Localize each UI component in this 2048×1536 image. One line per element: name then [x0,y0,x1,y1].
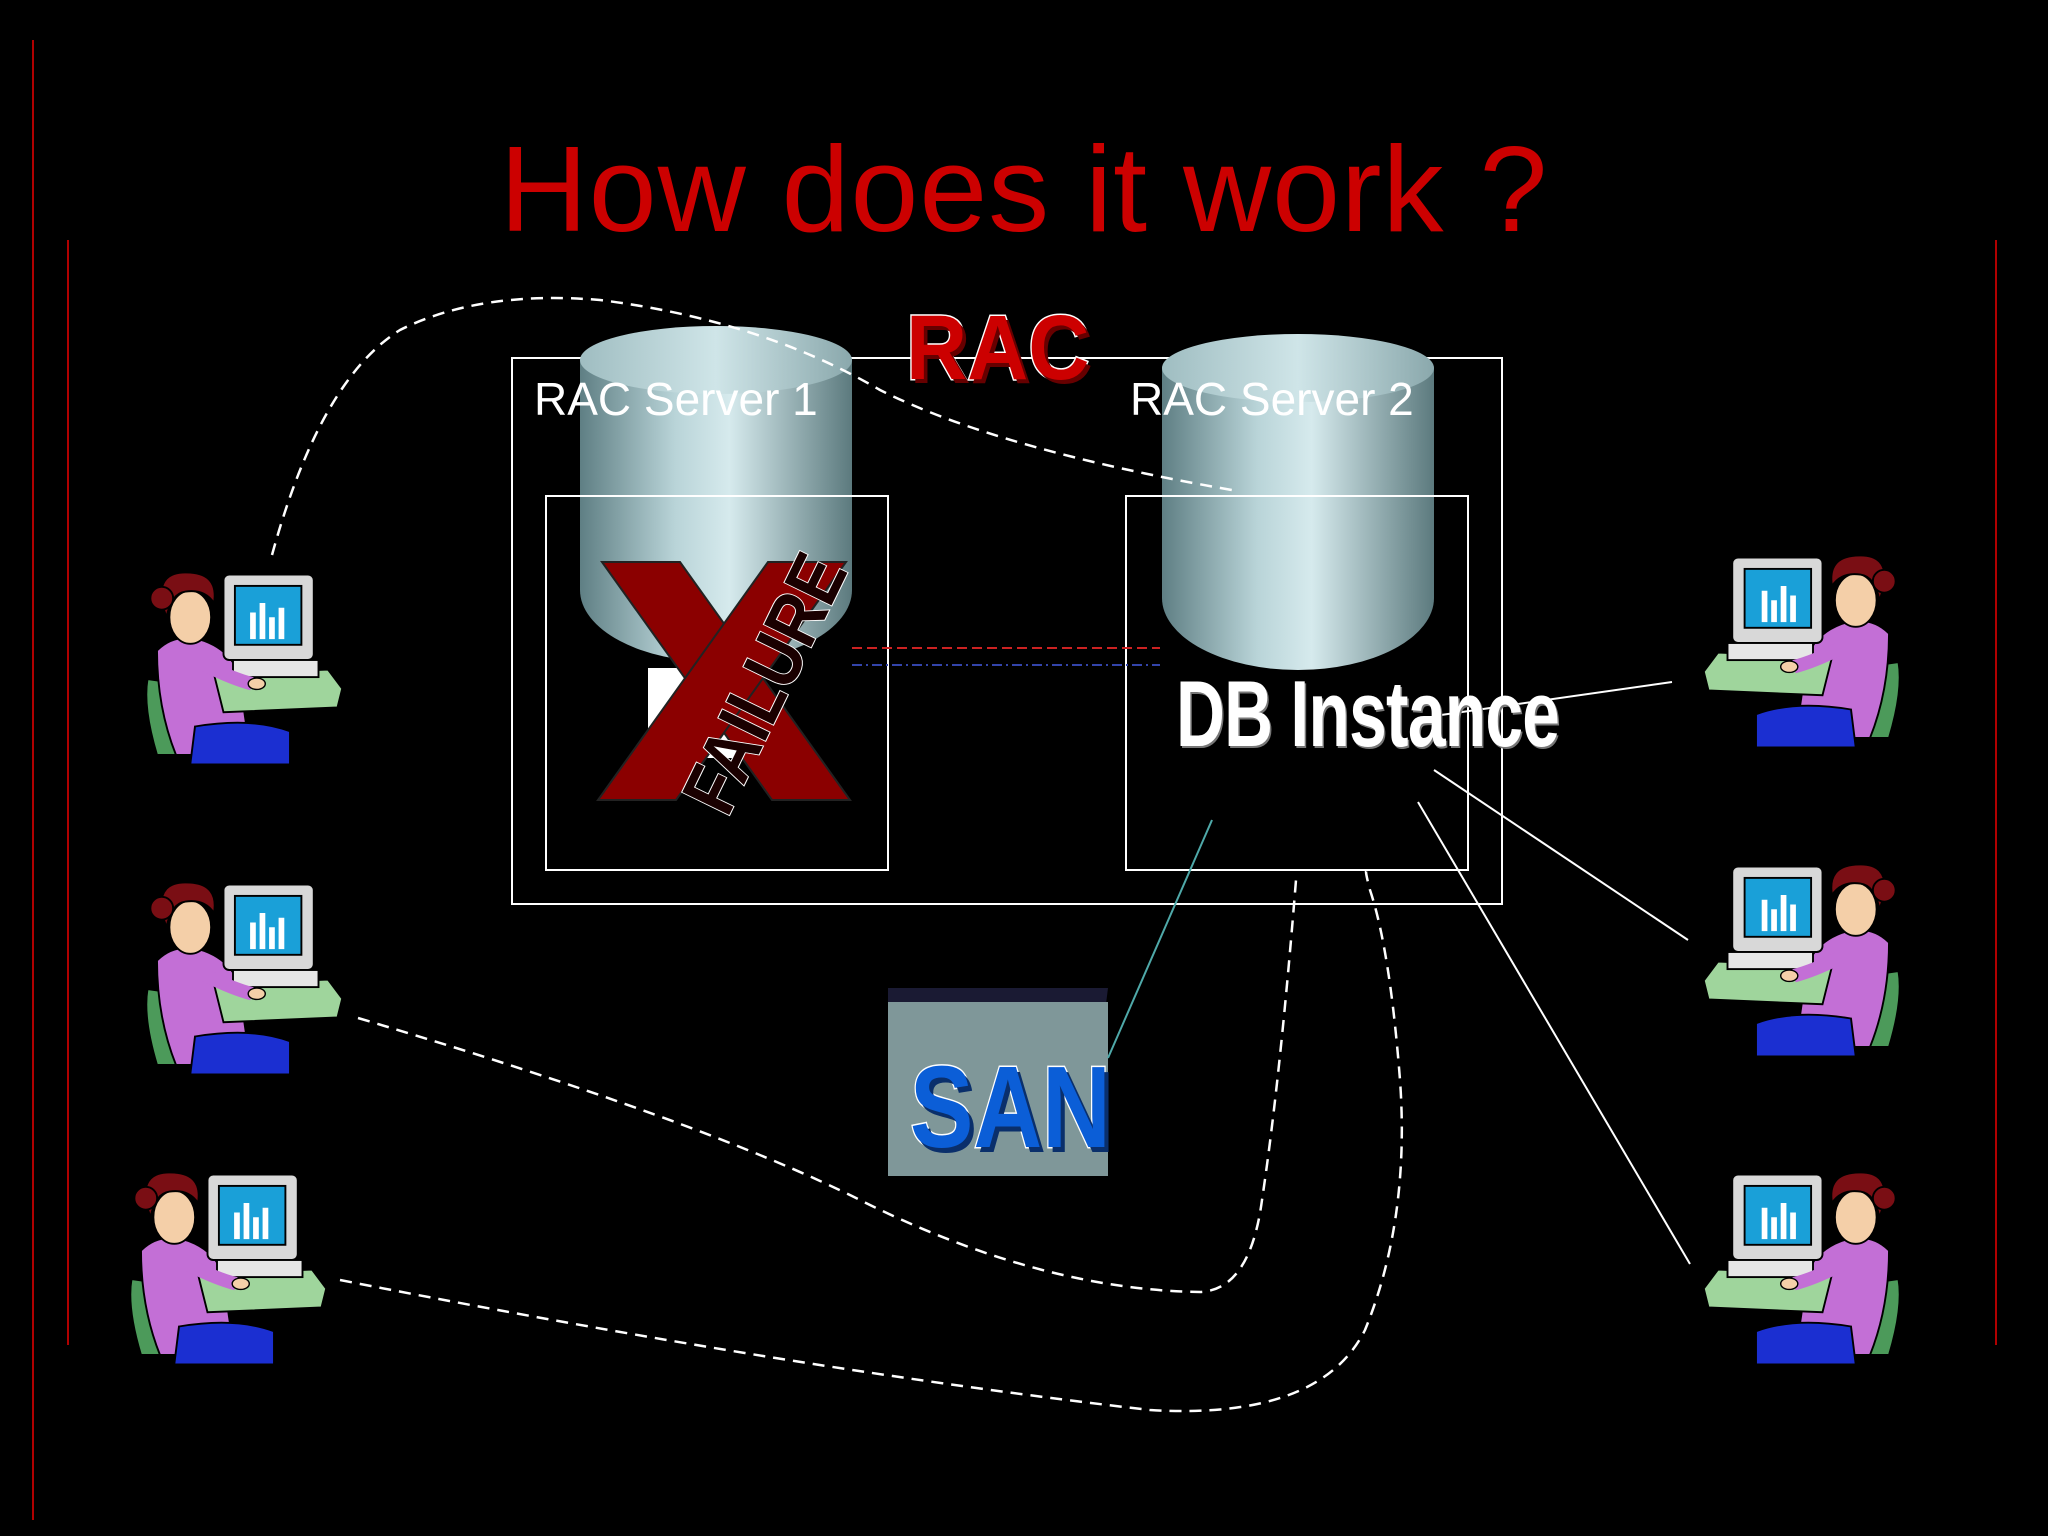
server-1-label: RAC Server 1 [534,373,818,425]
failure-x-mark [596,561,852,801]
slide-title: How does it work ? [499,121,1549,257]
db-instance-label: DB Instance [1176,661,1560,766]
client-right-2 [1704,864,1900,1056]
database-cylinder-2 [1162,334,1434,670]
rac-logo: RAC [905,296,1091,401]
client-left-1 [146,572,342,764]
san-storage-box [888,988,1108,1176]
client-left-2 [146,882,342,1074]
client-left-3 [130,1172,326,1364]
san-label: SAN [909,1041,1112,1174]
client-right-1 [1704,555,1900,747]
client-right-3 [1704,1172,1900,1364]
server-2-label: RAC Server 2 [1130,373,1414,425]
